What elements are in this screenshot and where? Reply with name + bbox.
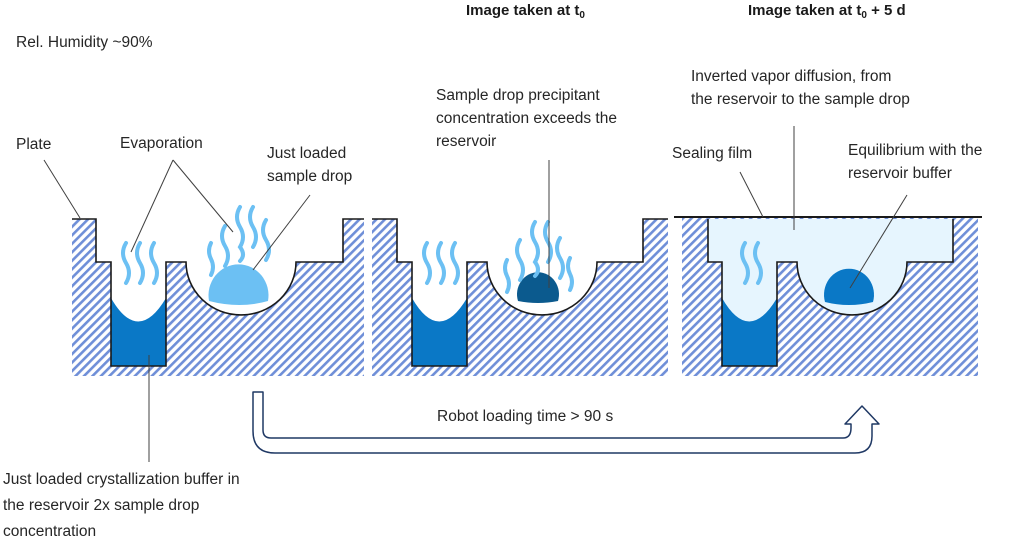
reservoir-liquid <box>111 298 166 366</box>
label-inverted-vapor: Inverted vapor diffusion, from the reser… <box>691 65 910 111</box>
label-humidity: Rel. Humidity ~90% <box>16 34 153 51</box>
panel-t0-plus-5d <box>674 216 982 376</box>
vapor-wave <box>135 241 145 285</box>
vapor-wave <box>555 236 565 280</box>
label-plate: Plate <box>16 136 52 153</box>
label-just-loaded-drop: Just loaded sample drop <box>267 142 352 188</box>
vapor-wave <box>740 241 750 285</box>
label-line: the reservoir 2x sample drop <box>3 497 200 514</box>
plate-outline <box>372 218 668 367</box>
header-t0-plus-5d: Image taken at t0 + 5 d <box>748 2 906 21</box>
panel-just-loaded <box>72 205 364 376</box>
header-t0: Image taken at t0 <box>466 2 585 21</box>
vapor-wave <box>207 241 215 277</box>
vapor-wave <box>450 241 460 285</box>
vapor-waves-drop <box>503 220 574 294</box>
leader-evaporation-2 <box>172 159 234 233</box>
label-line: reservoir <box>436 133 497 150</box>
label-line: concentration <box>3 523 97 540</box>
leader-sealing-film <box>739 171 764 218</box>
label-line: Just loaded <box>267 145 347 162</box>
vapor-wave <box>121 241 131 285</box>
leader-lines <box>43 126 908 462</box>
header-t0-text: Image taken at t <box>466 2 580 19</box>
vapor-waves-drop <box>207 205 271 277</box>
label-sealing-film: Sealing film <box>672 145 753 162</box>
label-precipitant: Sample drop precipitant concentration ex… <box>436 84 617 153</box>
reservoir-liquid <box>412 298 467 366</box>
vapor-wave <box>220 224 230 268</box>
vapor-wave <box>530 220 540 278</box>
vapor-waves-reservoir <box>740 241 763 285</box>
label-reservoir-buffer: Just loaded crystallization buffer in th… <box>3 467 240 545</box>
label-line: reservoir buffer <box>848 165 952 182</box>
vapor-wave <box>149 241 159 285</box>
vapor-waves-reservoir <box>422 241 460 285</box>
plate-outline <box>707 219 954 367</box>
vapor-wave <box>235 205 245 263</box>
vapor-wave <box>422 241 432 285</box>
label-line: Just loaded crystallization buffer in <box>3 471 240 488</box>
robot-loading-arrow <box>252 391 880 454</box>
sample-drop-equilibrium <box>824 268 875 305</box>
leader-equilibrium <box>849 194 908 289</box>
label-line: sample drop <box>267 168 353 185</box>
leader-evaporation-1 <box>130 159 174 253</box>
vapor-wave <box>566 256 574 292</box>
plate-outline <box>72 218 364 367</box>
vapor-waves-reservoir <box>121 241 159 285</box>
label-line: concentration exceeds the <box>436 110 617 127</box>
vapor-wave <box>515 238 525 282</box>
vapor-wave <box>543 220 553 264</box>
vapor-wave <box>436 241 446 285</box>
panel-t0 <box>372 210 668 376</box>
leader-plate <box>43 159 81 219</box>
leader-drop <box>252 194 311 271</box>
header-t5-text: Image taken at t <box>748 2 862 19</box>
label-line: Inverted vapor diffusion, from <box>691 68 892 85</box>
vapor-wave <box>503 258 511 294</box>
label-equilibrium: Equilibrium with the reservoir buffer <box>848 139 982 185</box>
header-t5-suffix: + 5 d <box>866 2 906 19</box>
header-t0-subscript: 0 <box>579 10 585 21</box>
label-evaporation: Evaporation <box>120 135 203 152</box>
label-robot-loading-time: Robot loading time > 90 s <box>437 408 614 425</box>
vapor-wave <box>248 205 258 249</box>
reservoir-liquid <box>722 298 777 366</box>
sample-drop-fresh <box>208 264 269 305</box>
label-line: Sample drop precipitant <box>436 87 600 104</box>
label-line: the reservoir to the sample drop <box>691 91 910 108</box>
header-t5-subscript: 0 <box>861 10 867 21</box>
vapor-wave <box>261 218 271 262</box>
vapor-wave <box>753 241 763 285</box>
label-line: Equilibrium with the <box>848 142 983 159</box>
